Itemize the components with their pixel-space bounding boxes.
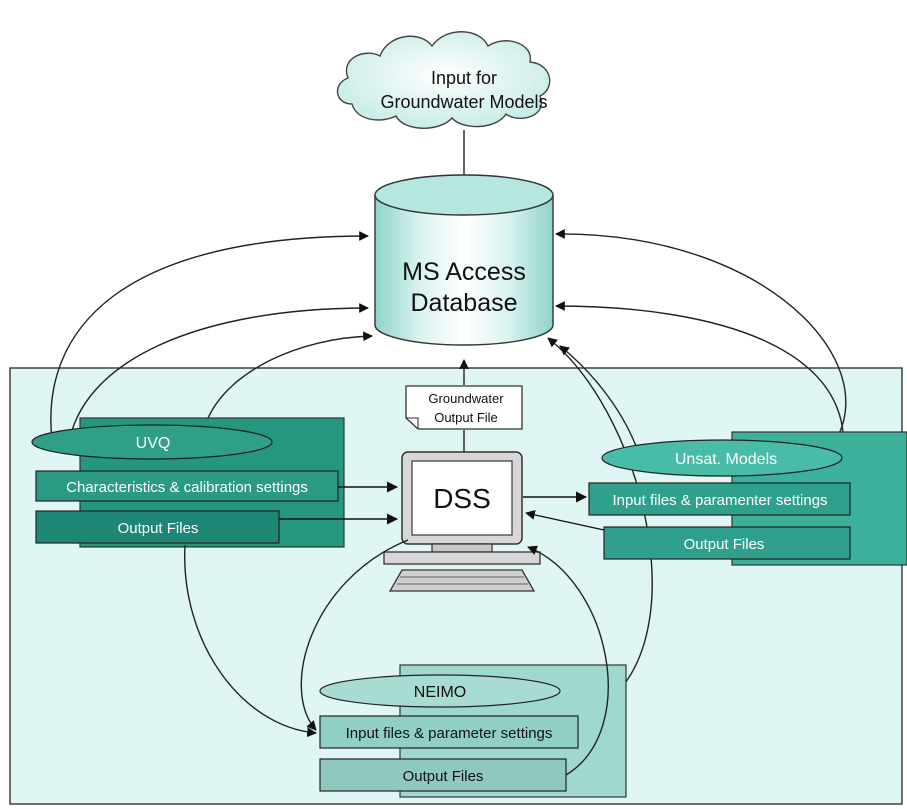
- neimo-row-output-label: Output Files: [403, 768, 484, 785]
- arrow-neimo-output-to-dss: [527, 545, 609, 776]
- database-cylinder: MS Access Database: [374, 174, 554, 346]
- arrow-unsat-outer-to-database: [555, 229, 847, 459]
- unsat-row-output-label: Output Files: [684, 536, 765, 553]
- database-line-1: MS Access: [402, 258, 526, 286]
- unsat-title: Unsat. Models: [675, 451, 777, 468]
- arrow-uvq-outer-to-database: [50, 231, 369, 441]
- database-line-2: Database: [410, 289, 517, 317]
- dss-label: DSS: [433, 483, 491, 514]
- arrow-dss-to-neimo-input: [300, 539, 409, 731]
- neimo-title-ellipse: [319, 674, 561, 708]
- arrow-unsat-output-to-dss: [525, 510, 605, 531]
- unsat-title-ellipse: [601, 439, 843, 477]
- uvq-row-characteristics-label: Characteristics & calibration settings: [66, 479, 308, 496]
- neimo-row-output[interactable]: [319, 758, 567, 792]
- arrow-uvq-inner-to-database: [207, 331, 373, 419]
- uvq-title: UVQ: [136, 435, 171, 452]
- groundwater-file-line-2: Output File: [434, 410, 498, 425]
- unsat-row-input-label: Input files & paramenter settings: [612, 492, 827, 509]
- uvq-row-output[interactable]: [35, 510, 280, 544]
- groundwater-output-file: Groundwater Output File: [405, 385, 523, 430]
- arrow-unsat-mid-to-database: [555, 301, 845, 463]
- cloud-line-1: Input for: [431, 68, 497, 88]
- dss-screen: [411, 460, 513, 536]
- input-cloud: Input for Groundwater Models: [336, 31, 551, 129]
- arrow-uvq-mid-to-database: [67, 303, 369, 449]
- uvq-group: UVQ Characteristics & calibration settin…: [31, 417, 345, 548]
- uvq-row-characteristics[interactable]: [35, 470, 339, 502]
- dss-cpu-unit: [383, 551, 541, 565]
- dss-computer: DSS: [383, 451, 541, 592]
- unsat-group: Unsat. Models Input files & paramenter s…: [588, 431, 907, 566]
- neimo-row-input[interactable]: [319, 715, 579, 749]
- unsat-row-output[interactable]: [603, 526, 851, 560]
- arrow-uvq-output-to-neimo-input: [184, 544, 317, 738]
- uvq-title-ellipse: [31, 424, 273, 460]
- neimo-title: NEIMO: [414, 684, 466, 701]
- dss-keyboard: [388, 569, 536, 592]
- dss-monitor-base: [431, 543, 493, 553]
- neimo-group: NEIMO Input files & parameter settings O…: [319, 664, 627, 798]
- neimo-row-input-label: Input files & parameter settings: [346, 725, 553, 742]
- groundwater-file-line-1: Groundwater: [428, 391, 504, 406]
- arrow-unsat-inner-to-database: [559, 345, 637, 447]
- unsat-row-input[interactable]: [588, 482, 851, 516]
- cloud-line-2: Groundwater Models: [380, 92, 547, 112]
- uvq-row-output-label: Output Files: [118, 520, 199, 537]
